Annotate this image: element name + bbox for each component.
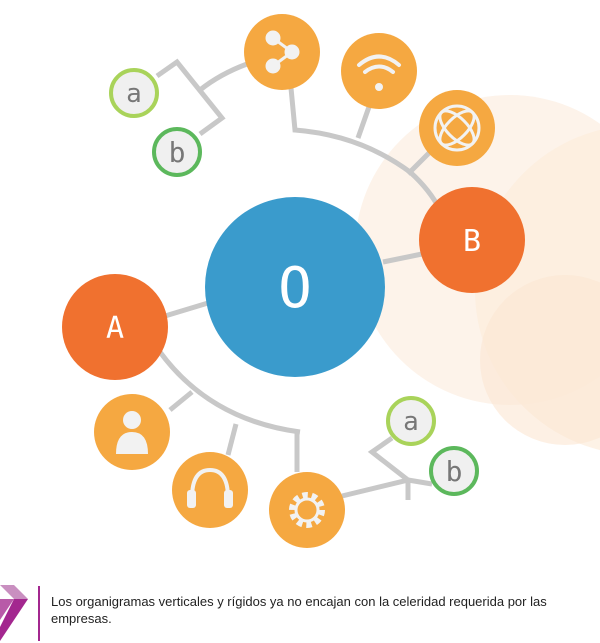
svg-text:a: a xyxy=(126,79,142,109)
svg-text:b: b xyxy=(169,136,186,169)
org-diagram: O A B xyxy=(62,14,600,548)
headphones-icon[interactable] xyxy=(172,452,248,528)
gear-icon[interactable] xyxy=(269,472,345,548)
caption: Los organigramas verticales y rígidos ya… xyxy=(0,583,600,643)
share-icon[interactable] xyxy=(244,14,320,90)
center-node[interactable]: O xyxy=(205,197,385,377)
node-b[interactable]: B xyxy=(419,187,525,293)
caption-text: Los organigramas verticales y rígidos ya… xyxy=(51,594,547,626)
leaf-a-bottom[interactable]: a xyxy=(386,396,436,446)
node-a[interactable]: A xyxy=(62,274,168,380)
node-a-label: A xyxy=(106,311,124,346)
leaf-a-top[interactable]: a xyxy=(109,68,159,118)
chevron-icon xyxy=(0,585,28,641)
person-icon[interactable] xyxy=(94,394,170,470)
globe-icon[interactable] xyxy=(419,90,495,166)
center-label: O xyxy=(278,256,312,321)
node-b-label: B xyxy=(463,224,481,259)
svg-text:b: b xyxy=(446,455,463,488)
connector-lines xyxy=(155,58,443,500)
leaf-b-top[interactable]: b xyxy=(152,127,202,177)
wifi-icon[interactable] xyxy=(341,33,417,109)
leaf-b-bottom[interactable]: b xyxy=(429,446,479,496)
caption-divider xyxy=(38,586,40,641)
svg-text:a: a xyxy=(403,407,419,437)
